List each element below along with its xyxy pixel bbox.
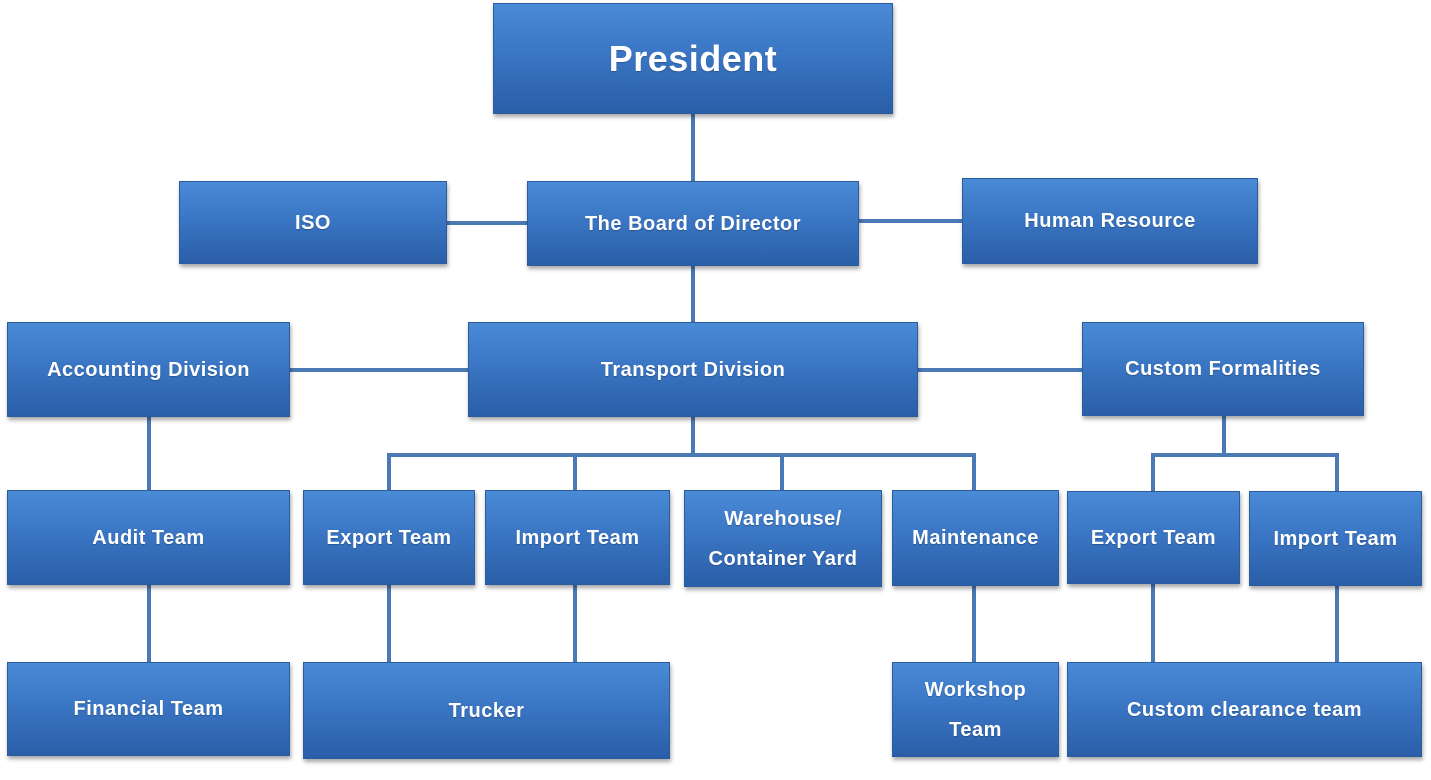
custom-formalities-box: Custom Formalities	[1082, 322, 1364, 416]
president-box: President	[493, 3, 893, 114]
maintenance-box: Maintenance	[892, 490, 1059, 586]
iso-box: ISO	[179, 181, 447, 264]
trucker-box: Trucker	[303, 662, 670, 759]
custom-clearance-team-box: Custom clearance team	[1067, 662, 1422, 757]
accounting-division-box: Accounting Division	[7, 322, 290, 417]
board-of-director-box: The Board of Director	[527, 181, 859, 266]
workshop-team-box: Workshop Team	[892, 662, 1059, 757]
custom-import-team-box: Import Team	[1249, 491, 1422, 586]
transport-import-team-box: Import Team	[485, 490, 670, 585]
warehouse-container-yard-box: Warehouse/ Container Yard	[684, 490, 882, 587]
audit-team-box: Audit Team	[7, 490, 290, 585]
human-resource-box: Human Resource	[962, 178, 1258, 264]
transport-export-team-box: Export Team	[303, 490, 475, 585]
financial-team-box: Financial Team	[7, 662, 290, 756]
custom-export-team-box: Export Team	[1067, 491, 1240, 584]
transport-division-box: Transport Division	[468, 322, 918, 417]
